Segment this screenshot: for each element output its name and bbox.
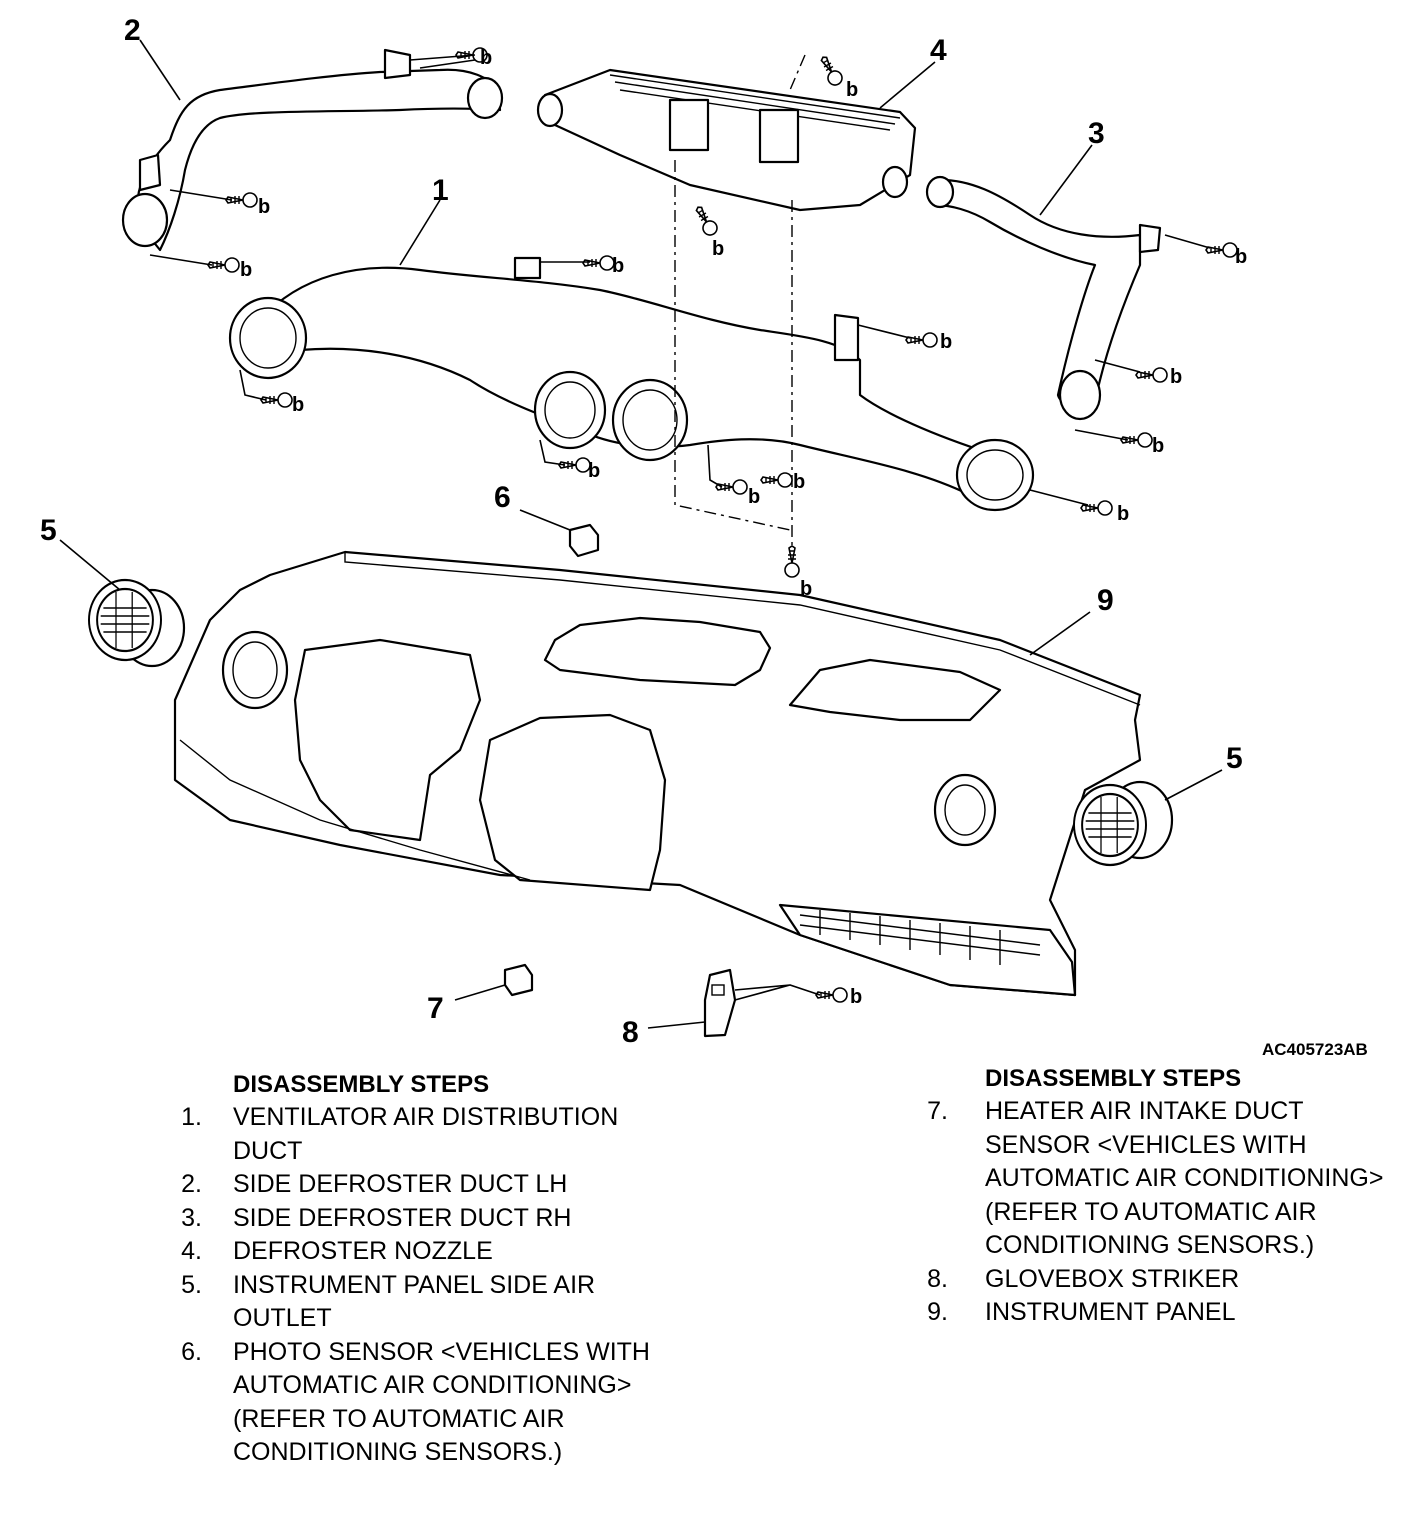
steps-heading-right: DISASSEMBLY STEPS [985,1065,1242,1092]
step-item-9: 9.INSTRUMENT PANEL [927,1298,1236,1326]
step-item-1: 1.VENTILATOR AIR DISTRIBUTION DUCT [181,1103,619,1165]
svg-text:b: b [1170,366,1182,388]
side-defroster-duct-rh [925,175,1162,421]
callout-7: 7 [427,992,444,1025]
svg-text:b: b [793,471,805,493]
ventilator-air-distribution-duct [228,256,1035,512]
alignment-lines [674,54,806,560]
callout-numbers: 2 4 3 1 6 5 9 5 7 8 [40,14,1243,1049]
svg-text:b: b [1235,246,1247,268]
svg-text:b: b [846,79,858,101]
callout-1: 1 [432,174,449,207]
svg-text:b: b [1152,435,1164,457]
svg-text:b: b [1117,503,1129,525]
disassembly-steps-right: DISASSEMBLY STEPS 7.HEATER AIR INTAKE DU… [922,1062,1408,1330]
glovebox-striker [703,968,737,1038]
svg-text:b: b [480,47,492,69]
step-item-2: 2.SIDE DEFROSTER DUCT LH [181,1170,568,1198]
step-item-8: 8.GLOVEBOX STRIKER [927,1264,1240,1293]
exploded-parts-diagram: 2 4 3 1 6 5 9 5 7 8 b b b b b b b b b b … [40,14,1368,1059]
svg-text:b: b [712,238,724,260]
photo-sensor [568,523,600,558]
callout-6: 6 [494,481,511,514]
side-air-outlet-right [1072,780,1174,867]
side-defroster-duct-lh [121,48,504,252]
callout-3: 3 [1088,117,1105,150]
fastener-labels: b b b b b b b b b b b b b b b b b [240,47,1247,1008]
defroster-nozzle [536,68,917,212]
step-item-6: 6.PHOTO SENSOR <VEHICLES WITH AUTOMATIC … [181,1337,650,1467]
callout-4: 4 [930,34,947,67]
svg-text:b: b [588,460,600,482]
svg-text:b: b [612,255,624,277]
side-air-outlet-left [87,578,186,668]
steps-list-left: 1.VENTILATOR AIR DISTRIBUTION DUCT 2.SID… [170,1101,690,1470]
callout-2: 2 [124,14,141,47]
callout-5-left: 5 [40,514,57,547]
callout-9: 9 [1097,584,1114,617]
callout-8: 8 [622,1016,639,1049]
svg-text:b: b [292,394,304,416]
disassembly-steps-left: DISASSEMBLY STEPS 1.VENTILATOR AIR DISTR… [170,1068,690,1470]
steps-heading-left: DISASSEMBLY STEPS [233,1071,490,1098]
svg-text:b: b [258,196,270,218]
instrument-panel [173,550,1142,997]
step-item-3: 3.SIDE DEFROSTER DUCT RH [181,1203,572,1232]
svg-text:b: b [240,259,252,281]
svg-text:b: b [850,986,862,1008]
svg-text:b: b [940,331,952,353]
svg-text:b: b [800,578,812,600]
step-item-7: 7.HEATER AIR INTAKE DUCT SENSOR <VEHICLE… [927,1097,1384,1259]
leader-lines [59,39,1223,1029]
figure-id: AC405723AB [1262,1040,1368,1059]
svg-text:b: b [748,486,760,508]
step-item-5: 5.INSTRUMENT PANEL SIDE AIR OUTLET [181,1270,596,1333]
callout-5-right: 5 [1226,742,1243,775]
steps-list-right: 7.HEATER AIR INTAKE DUCT SENSOR <VEHICLE… [922,1095,1408,1330]
step-item-4: 4.DEFROSTER NOZZLE [181,1237,493,1265]
heater-air-intake-duct-sensor [503,963,534,997]
